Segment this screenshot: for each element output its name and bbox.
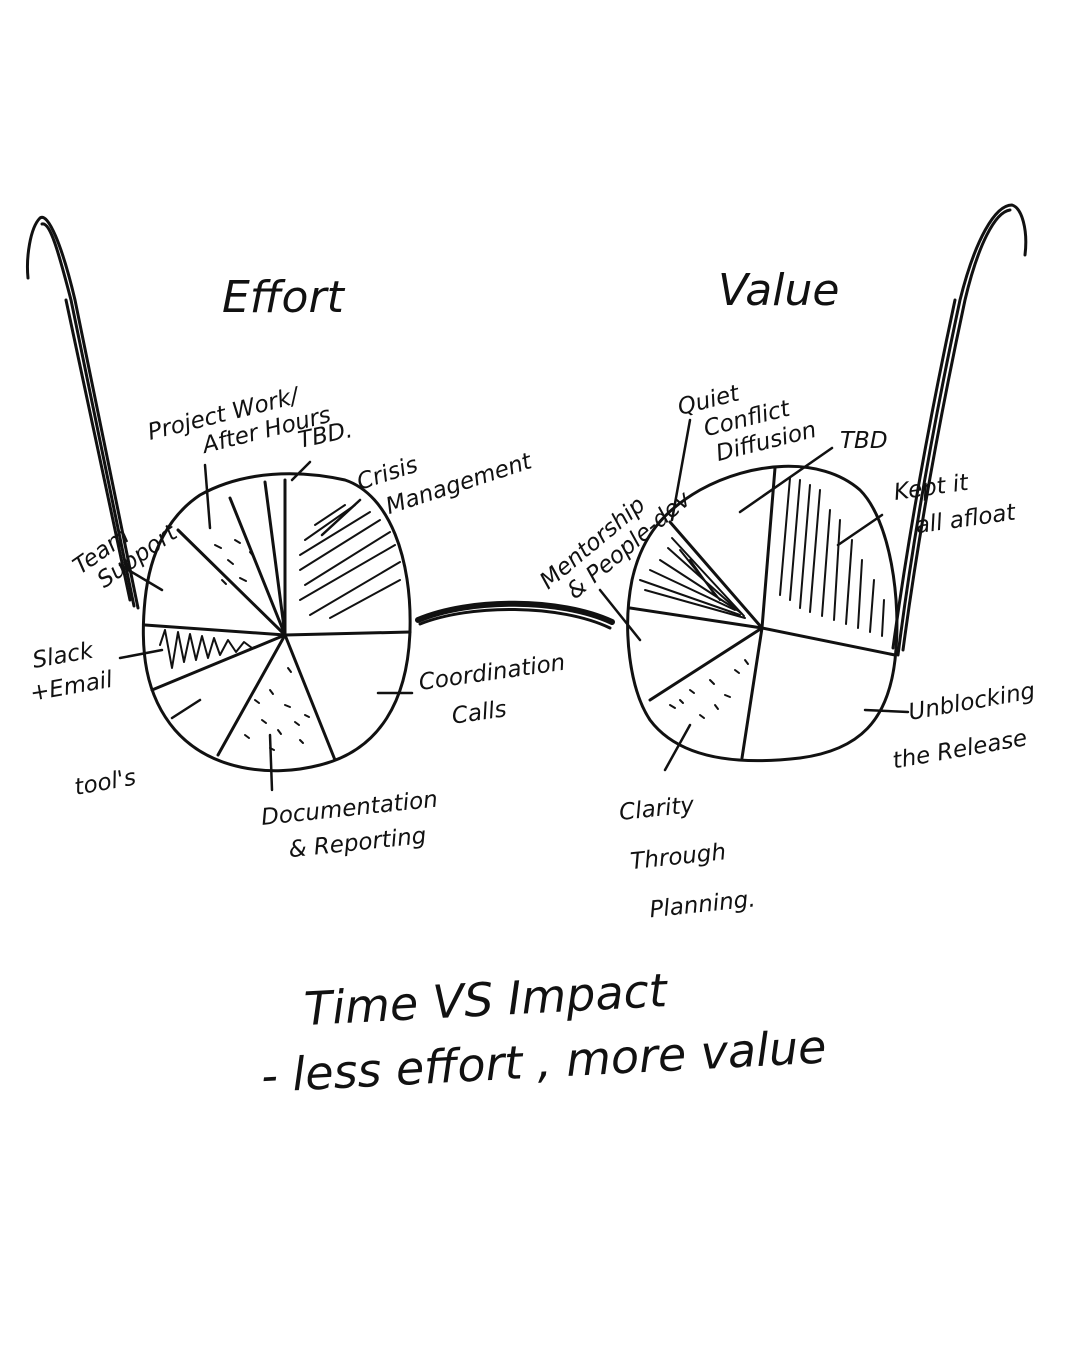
svg-text:Unblocking: Unblocking bbox=[907, 678, 1038, 726]
value-label-clarity: Clarity Through Planning. bbox=[618, 792, 757, 923]
value-slice-dividers bbox=[628, 466, 897, 760]
effort-title: Effort bbox=[222, 272, 346, 323]
effort-label-documentation: Documentation & Reporting bbox=[260, 787, 439, 864]
value-lens-outline bbox=[626, 464, 899, 763]
value-leader-lines bbox=[598, 418, 910, 772]
value-label-tbd: TBD bbox=[840, 428, 888, 454]
effort-docs-dots bbox=[244, 667, 310, 751]
svg-text:Calls: Calls bbox=[450, 696, 508, 729]
effort-label-tools: tool's bbox=[73, 765, 138, 801]
svg-text:Coordination: Coordination bbox=[417, 650, 567, 696]
svg-text:Slack: Slack bbox=[31, 637, 97, 673]
caption-line-1: Time VS Impact bbox=[303, 963, 670, 1036]
svg-text:& Reporting: & Reporting bbox=[287, 823, 427, 863]
effort-label-slack-email: Slack +Email bbox=[28, 637, 115, 706]
value-mentorship-scribble bbox=[639, 537, 746, 619]
svg-text:Kept it: Kept it bbox=[892, 470, 971, 506]
svg-text:Through: Through bbox=[629, 839, 727, 875]
effort-label-project-work: Project Work/ After Hours bbox=[145, 383, 333, 460]
effort-pie bbox=[118, 460, 414, 792]
right-temple bbox=[891, 203, 1028, 657]
effort-lens-outline bbox=[141, 472, 412, 773]
value-pie bbox=[598, 418, 910, 772]
value-clarity-dots bbox=[669, 659, 749, 719]
bridge bbox=[415, 600, 615, 630]
effort-crisis-hatch bbox=[299, 504, 401, 619]
value-kept-afloat-hatch bbox=[779, 477, 885, 637]
effort-leader-lines bbox=[118, 460, 414, 792]
effort-slack-hatch bbox=[159, 629, 253, 669]
svg-text:Clarity: Clarity bbox=[618, 792, 696, 826]
value-label-unblocking: Unblocking the Release bbox=[891, 678, 1038, 774]
svg-text:the Release: the Release bbox=[891, 725, 1029, 774]
effort-slice-dividers bbox=[143, 478, 412, 762]
value-title: Value bbox=[718, 265, 839, 316]
svg-text:all afloat: all afloat bbox=[914, 499, 1018, 539]
effort-project-dots bbox=[214, 539, 255, 585]
effort-label-coordination: Coordination Calls bbox=[417, 650, 567, 730]
value-label-quiet-conflict: Quiet Conflict Diffusion bbox=[675, 380, 819, 467]
svg-text:Planning.: Planning. bbox=[648, 886, 757, 923]
